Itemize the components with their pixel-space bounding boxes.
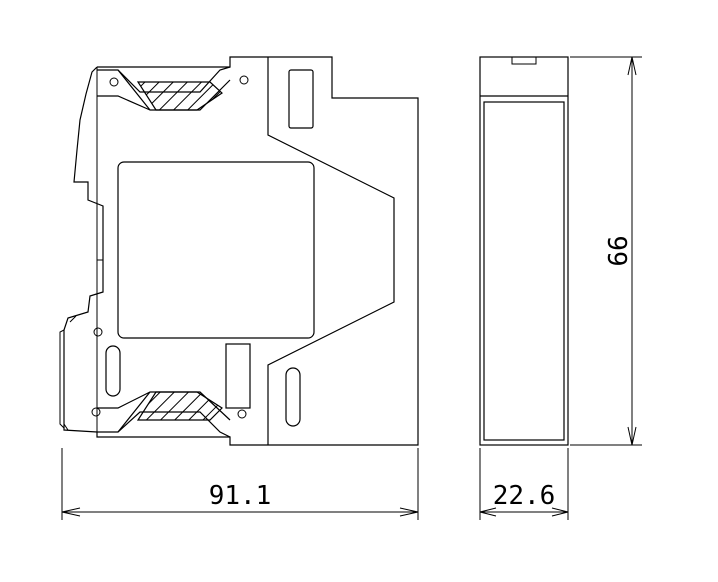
width-arrow-right: [399, 507, 419, 517]
side-view-outline: [63, 56, 419, 446]
front-view-top-tab: [511, 57, 537, 65]
indicator-window: [225, 343, 251, 409]
width-label: 91.1: [209, 481, 272, 511]
bottom-terminal-hatch: [136, 391, 223, 421]
front-label-panel: [117, 161, 315, 339]
bottom-terminal-inner: [97, 391, 231, 433]
depth-dimension: 22.6: [479, 448, 569, 520]
width-dimension: 91.1: [61, 448, 419, 520]
front-view-face: [483, 101, 565, 441]
front-view: [479, 56, 569, 446]
housing-angled-edge: [267, 57, 395, 445]
side-view: [59, 56, 419, 446]
depth-arrow-right: [551, 507, 569, 517]
screw-bottom-left-lower: [91, 407, 101, 417]
left-oval-slot: [105, 345, 121, 397]
height-arrow-bottom: [627, 426, 637, 446]
height-dimension: 99: [570, 56, 642, 446]
depth-label: 22.6: [493, 481, 556, 511]
screw-top-left: [109, 77, 119, 87]
screw-bottom-right: [237, 409, 247, 419]
top-terminal-inner: [97, 69, 231, 111]
screw-top-right: [239, 75, 249, 85]
lower-slot: [285, 367, 301, 427]
side-inner-frame: [96, 67, 103, 437]
front-view-outline: [479, 56, 569, 446]
width-arrow-left: [61, 507, 81, 517]
height-label: 99: [601, 235, 631, 266]
height-arrow-top: [627, 56, 637, 76]
upper-slot: [288, 69, 314, 129]
din-clip-left: [59, 315, 77, 431]
depth-arrow-left: [479, 507, 497, 517]
top-terminal-hatch: [136, 81, 223, 111]
screw-bottom-left-upper: [93, 327, 103, 337]
